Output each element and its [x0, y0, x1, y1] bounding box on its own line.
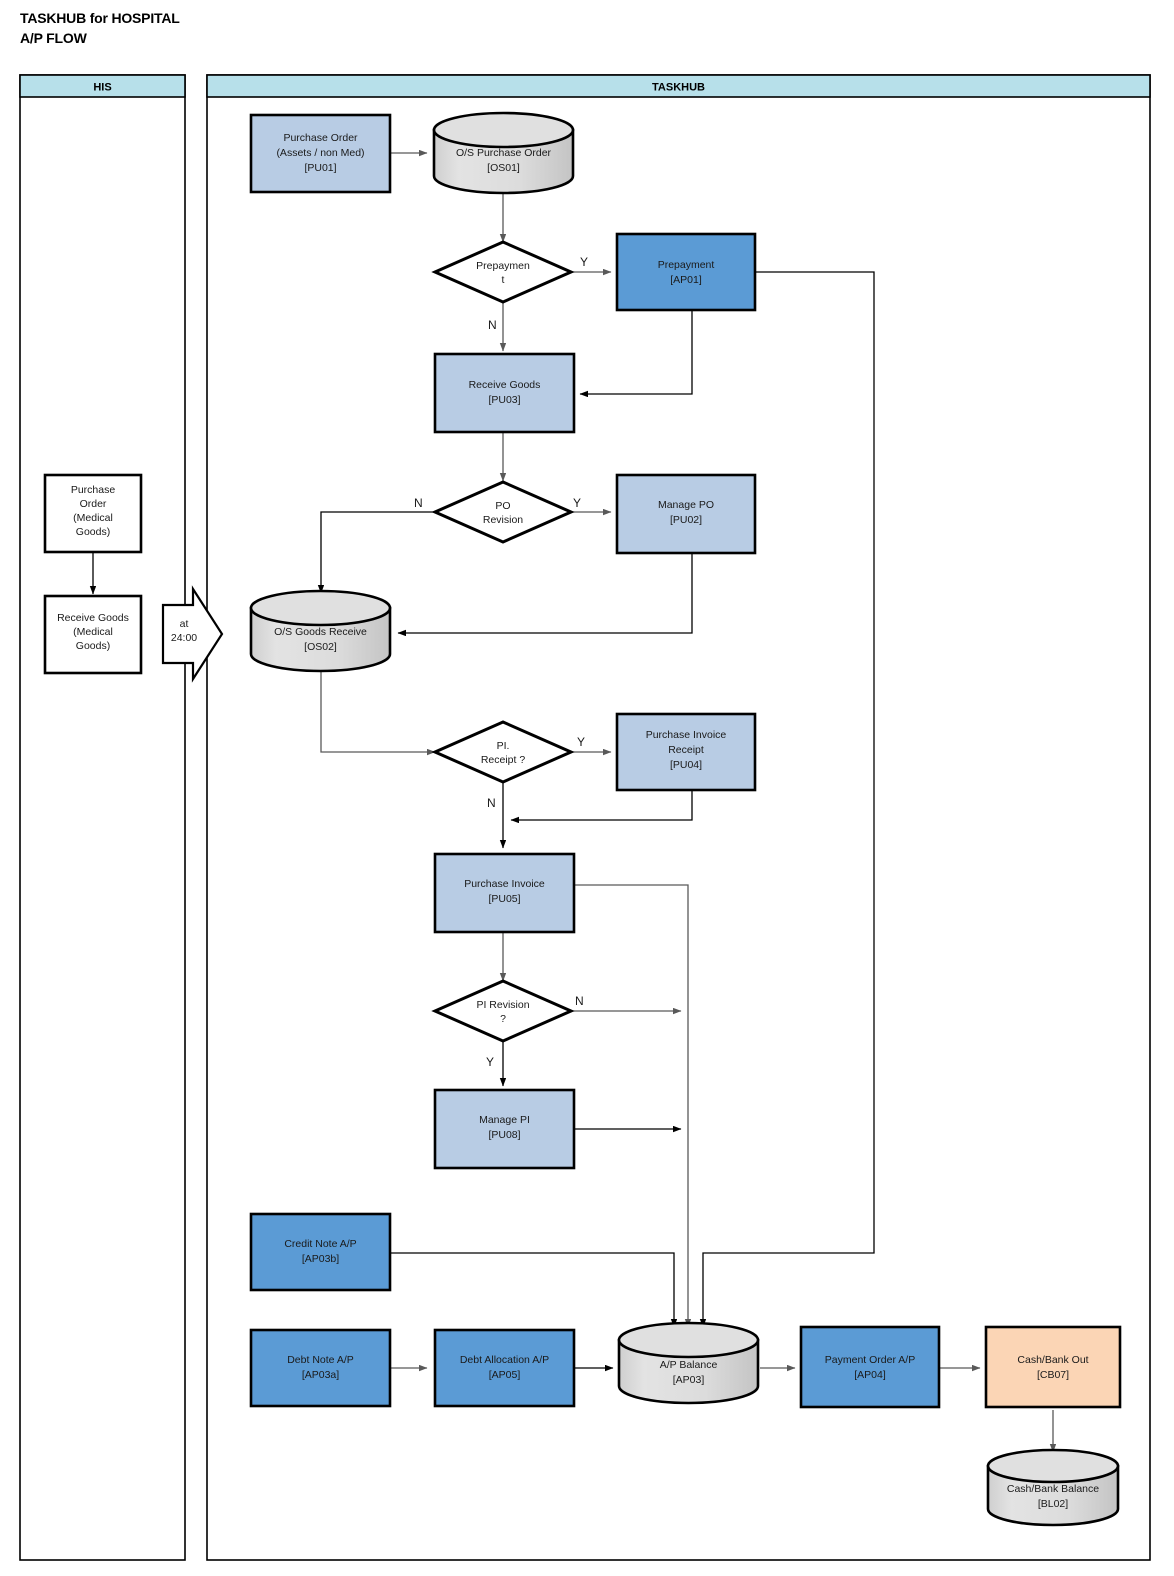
node-ap03[interactable]: A/P Balance [AP03] — [617, 1321, 760, 1405]
node-label-line: Payment Order A/P — [825, 1354, 915, 1366]
node-label-line: A/P Balance — [660, 1359, 718, 1371]
node-label-line: ? — [500, 1013, 506, 1025]
node-label-line: (Assets / non Med) — [276, 147, 364, 159]
node-label-line: Credit Note A/P — [284, 1238, 356, 1250]
node-pu02[interactable]: Manage PO [PU02] — [615, 473, 757, 555]
node-label-line: Prepaymen — [476, 260, 530, 272]
node-pu05[interactable]: Purchase Invoice [PU05] — [433, 852, 576, 934]
node-ap01[interactable]: Prepayment [AP01] — [615, 232, 757, 312]
node-label-line: [CB07] — [1037, 1369, 1069, 1381]
branch-label-pi-revision-no: N — [575, 994, 584, 1008]
node-decision-prepayment[interactable]: Prepaymen t — [431, 240, 575, 304]
node-label-line: [PU02] — [670, 514, 702, 526]
node-pu03[interactable]: Receive Goods [PU03] — [433, 352, 576, 434]
node-label-line: Cash/Bank Balance — [1007, 1483, 1099, 1495]
node-label-line: PI. — [497, 740, 510, 752]
lane-label-his: HIS — [93, 82, 111, 94]
node-label-line: Cash/Bank Out — [1017, 1354, 1088, 1366]
node-decision-po-revision[interactable]: PO Revision — [431, 480, 575, 544]
node-label-line: Order — [80, 498, 107, 510]
transfer-arrow-at-2400: at 24:00 — [161, 585, 224, 683]
lane-label-taskhub: TASKHUB — [652, 82, 705, 94]
node-label-line: [PU03] — [488, 394, 520, 406]
node-label-line: [AP03a] — [302, 1369, 339, 1381]
node-po-medical[interactable]: Purchase Order (Medical Goods) — [43, 473, 143, 554]
node-cb07[interactable]: Cash/Bank Out [CB07] — [984, 1325, 1122, 1409]
node-label-line: Receive Goods — [469, 379, 541, 391]
node-label-line: [AP03b] — [302, 1253, 339, 1265]
node-ap03a[interactable]: Debt Note A/P [AP03a] — [249, 1328, 392, 1408]
node-label-line: [BL02] — [1038, 1498, 1068, 1510]
branch-label-pi-receipt-yes: Y — [577, 735, 585, 749]
node-label-line: [AP05] — [489, 1369, 521, 1381]
node-label-line: [OS01] — [487, 162, 520, 174]
node-decision-pi-revision[interactable]: PI Revision ? — [431, 979, 575, 1043]
node-pu08[interactable]: Manage PI [PU08] — [433, 1088, 576, 1170]
node-label-line: Goods) — [76, 640, 110, 652]
node-label-line: t — [502, 274, 505, 286]
branch-label-prepayment-yes: Y — [580, 255, 588, 269]
page-title: TASKHUB for HOSPITAL A/P FLOW — [20, 8, 180, 49]
node-label-line: Goods) — [76, 526, 110, 538]
node-label-line: Purchase — [71, 484, 116, 496]
node-label-line: [AP04] — [854, 1369, 886, 1381]
lane-taskhub: TASKHUB — [206, 74, 1151, 1561]
node-label-line: Manage PO — [658, 499, 714, 511]
branch-label-po-revision-no: N — [414, 496, 423, 510]
node-label-line: Debt Note A/P — [287, 1354, 354, 1366]
node-label-line: [OS02] — [304, 641, 337, 653]
node-label-line: [AP01] — [670, 274, 702, 286]
node-label-line: O/S Goods Receive — [274, 626, 367, 638]
node-label-line: Receive Goods — [57, 612, 129, 624]
node-label-line: [PU05] — [488, 893, 520, 905]
transfer-label-line: 24:00 — [171, 632, 197, 644]
branch-label-pi-revision-yes: Y — [486, 1055, 494, 1069]
node-label-line: Receipt — [668, 744, 704, 756]
node-label-line: (Medical — [73, 626, 113, 638]
node-label-line: [PU01] — [304, 162, 336, 174]
lane-his: HIS — [19, 74, 186, 1561]
branch-label-prepayment-no: N — [488, 318, 497, 332]
node-label-line: Purchase Invoice — [464, 878, 545, 890]
node-label-line: Prepayment — [658, 259, 715, 271]
node-label-line: PI Revision — [476, 999, 529, 1011]
node-label-line: [PU04] — [670, 759, 702, 771]
node-label-line: PO — [495, 500, 510, 512]
node-pu01[interactable]: Purchase Order (Assets / non Med) [PU01] — [249, 113, 392, 194]
branch-label-po-revision-yes: Y — [573, 496, 581, 510]
node-ap04[interactable]: Payment Order A/P [AP04] — [799, 1325, 941, 1409]
node-label-line: Debt Allocation A/P — [460, 1354, 549, 1366]
node-pu04[interactable]: Purchase Invoice Receipt [PU04] — [615, 712, 757, 792]
node-label-line: O/S Purchase Order — [456, 147, 552, 159]
node-label-line: Manage PI — [479, 1114, 530, 1126]
node-label-line: (Medical — [73, 512, 113, 524]
title-line-1: TASKHUB for HOSPITAL — [20, 10, 180, 26]
branch-label-pi-receipt-no: N — [487, 796, 496, 810]
title-line-2: A/P FLOW — [20, 30, 87, 47]
node-label-line: Revision — [483, 514, 523, 526]
node-ap03b[interactable]: Credit Note A/P [AP03b] — [249, 1212, 392, 1292]
node-bl02[interactable]: Cash/Bank Balance [BL02] — [986, 1448, 1120, 1527]
node-decision-pi-receipt[interactable]: PI. Receipt ? — [431, 720, 575, 784]
node-ap05[interactable]: Debt Allocation A/P [AP05] — [433, 1328, 576, 1408]
node-os01[interactable]: O/S Purchase Order [OS01] — [432, 111, 575, 195]
node-rg-medical[interactable]: Receive Goods (Medical Goods) — [43, 594, 143, 675]
node-label-line: Receipt ? — [481, 754, 526, 766]
transfer-label-line: at — [180, 618, 189, 630]
node-label-line: Purchase Invoice — [646, 729, 727, 741]
connectors — [89, 149, 1057, 1453]
node-label-line: [PU08] — [488, 1129, 520, 1141]
node-label-line: Purchase Order — [283, 132, 358, 144]
node-label-line: [AP03] — [673, 1374, 705, 1386]
node-os02[interactable]: O/S Goods Receive [OS02] — [249, 589, 392, 673]
